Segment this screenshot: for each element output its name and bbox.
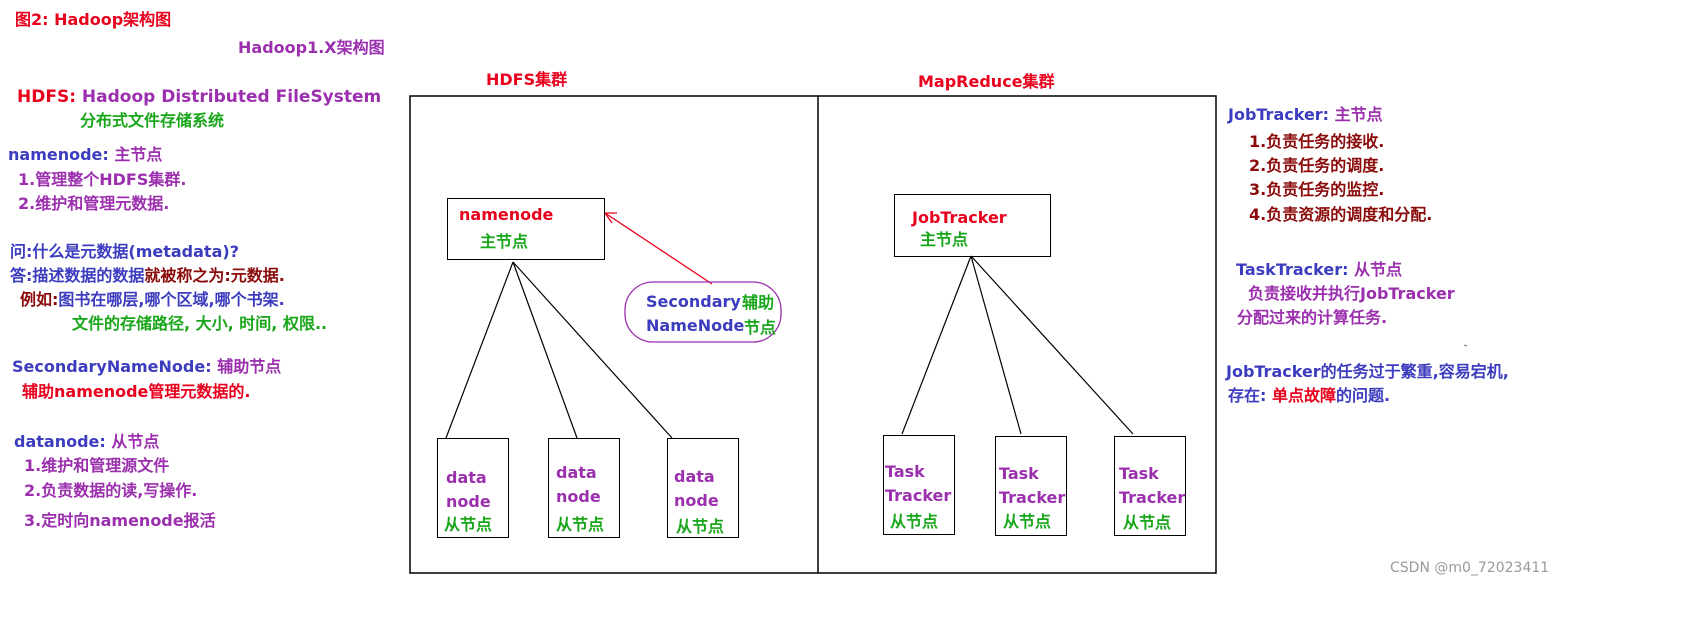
- jobtracker-duty-2: 2.负责任务的调度.: [1249, 156, 1385, 175]
- tasktracker-desc-1: 负责接收并执行JobTracker: [1248, 284, 1455, 303]
- tasktracker-1-line1: Task: [885, 462, 925, 481]
- namenode-duty-1: 1.管理整个HDFS集群.: [18, 170, 187, 189]
- datanode-box-3: [667, 438, 739, 538]
- secondary-label-2: NameNode: [646, 316, 745, 335]
- note-suffix: 的问题.: [1336, 386, 1391, 405]
- namenode-role: 主节点: [114, 145, 163, 164]
- hdfs-description: 分布式文件存储系统: [80, 111, 225, 130]
- datanode-1-line2: node: [446, 492, 491, 511]
- jobtracker-duty-3: 3.负责任务的监控.: [1249, 180, 1385, 199]
- secondary-label-1: Secondary: [646, 292, 741, 311]
- diagram-subtitle: Hadoop1.X架构图: [238, 38, 385, 57]
- jobtracker-heading: JobTracker: 主节点: [1228, 107, 1383, 123]
- tasktracker-3-line2: Tracker: [1119, 488, 1186, 507]
- snn-heading: SecondaryNameNode: 辅助节点: [12, 359, 281, 375]
- metadata-answer: 答:描述数据的数据就被称之为:元数据.: [10, 268, 285, 284]
- tasktracker-1-role: 从节点: [890, 512, 939, 531]
- example-prefix: 例如:: [20, 290, 59, 309]
- snn-role: 辅助节点: [217, 357, 282, 376]
- jobtracker-duty-4: 4.负责资源的调度和分配.: [1249, 205, 1433, 224]
- edge-namenode-datanode-2: [512, 261, 578, 439]
- tasktracker-box-3: [1114, 436, 1186, 536]
- datanode-duty-1: 1.维护和管理源文件: [24, 456, 170, 475]
- cluster-frame: [409, 95, 1217, 574]
- hdfs-label: HDFS:: [17, 87, 82, 107]
- stray-mark: [1463, 344, 1468, 347]
- jobtracker-note-2: 存在: 单点故障的问题.: [1228, 388, 1390, 404]
- answer-prefix: 答:描述数据的数据: [10, 266, 145, 285]
- datanode-3-line2: node: [674, 491, 719, 510]
- hdfs-cluster-title: HDFS集群: [486, 70, 568, 89]
- edge-jobtracker-tasktracker-3: [970, 255, 1134, 435]
- hdfs-full-name: Hadoop Distributed FileSystem: [81, 87, 382, 107]
- tasktracker-desc-2: 分配过来的计算任务.: [1237, 308, 1388, 327]
- tasktracker-box-1: [883, 435, 955, 535]
- metadata-example: 例如:图书在哪层,哪个区域,哪个书架.: [20, 292, 285, 308]
- edge-jobtracker-tasktracker-2: [970, 255, 1022, 435]
- datanode-3-role: 从节点: [676, 517, 725, 536]
- namenode-key: namenode:: [8, 145, 115, 164]
- tasktracker-2-line1: Task: [999, 464, 1039, 483]
- datanode-1-role: 从节点: [444, 515, 493, 534]
- tasktracker-role: 从节点: [1354, 260, 1403, 279]
- jobtracker-box-role: 主节点: [920, 230, 969, 249]
- example-text: 图书在哪层,哪个区域,哪个书架.: [58, 290, 285, 309]
- tasktracker-heading: TaskTracker: 从节点: [1236, 262, 1402, 278]
- edge-jobtracker-tasktracker-1: [901, 255, 972, 435]
- secondary-role-2: 节点: [744, 318, 777, 337]
- datanode-box-1: [437, 438, 509, 538]
- datanode-duty-3: 3.定时向namenode报活: [24, 511, 216, 530]
- tasktracker-3-line1: Task: [1119, 464, 1159, 483]
- datanode-heading: datanode: 从节点: [14, 434, 159, 450]
- arrow-head: [603, 212, 617, 224]
- datanode-3-line1: data: [674, 467, 715, 486]
- jobtracker-duty-1: 1.负责任务的接收.: [1249, 132, 1385, 151]
- namenode-heading: namenode: 主节点: [8, 147, 162, 163]
- edge-namenode-datanode-3: [512, 261, 673, 439]
- datanode-role: 从节点: [111, 432, 160, 451]
- namenode-duty-2: 2.维护和管理元数据.: [18, 194, 170, 213]
- secondary-namenode-box: [624, 281, 782, 343]
- tasktracker-2-role: 从节点: [1003, 512, 1052, 531]
- note-prefix: 存在:: [1228, 386, 1272, 405]
- datanode-1-line1: data: [446, 468, 487, 487]
- datanode-box-2: [548, 438, 620, 538]
- namenode-box-role: 主节点: [480, 232, 529, 251]
- edge-namenode-datanode-1: [445, 261, 514, 439]
- hdfs-definition: HDFS: Hadoop Distributed FileSystem: [17, 89, 381, 106]
- namenode-box-label: namenode: [459, 205, 554, 224]
- figure-title: 图2: Hadoop架构图: [15, 10, 172, 29]
- jobtracker-note-1: JobTracker的任务过于繁重,容易宕机,: [1226, 362, 1509, 381]
- snn-description: 辅助namenode管理元数据的.: [22, 382, 251, 401]
- note-single-point-failure: 单点故障: [1271, 386, 1336, 405]
- tasktracker-1-line2: Tracker: [885, 486, 952, 505]
- snn-key: SecondaryNameNode:: [12, 357, 218, 376]
- mapreduce-cluster-title: MapReduce集群: [918, 72, 1055, 91]
- datanode-2-line2: node: [556, 487, 601, 506]
- jobtracker-box-label: JobTracker: [912, 208, 1007, 227]
- jobtracker-role: 主节点: [1334, 105, 1383, 124]
- tasktracker-box-2: [995, 436, 1067, 536]
- datanode-2-line1: data: [556, 463, 597, 482]
- jobtracker-key: JobTracker:: [1228, 105, 1335, 124]
- tasktracker-key: TaskTracker:: [1236, 260, 1355, 279]
- answer-suffix: 就被称之为:元数据.: [144, 266, 285, 285]
- secondary-role-1: 辅助: [742, 293, 775, 312]
- datanode-2-role: 从节点: [556, 515, 605, 534]
- tasktracker-3-role: 从节点: [1123, 513, 1172, 532]
- datanode-duty-2: 2.负责数据的读,写操作.: [24, 481, 198, 500]
- metadata-question: 问:什么是元数据(metadata)?: [10, 242, 239, 261]
- datanode-key: datanode:: [14, 432, 112, 451]
- jobtracker-box: [894, 194, 1051, 257]
- watermark: CSDN @m0_72023411: [1390, 560, 1550, 576]
- namenode-box: [447, 198, 605, 260]
- example-text-2: 文件的存储路径, 大小, 时间, 权限..: [72, 314, 328, 333]
- secondary-to-namenode-arrow: [604, 212, 713, 285]
- tasktracker-2-line2: Tracker: [999, 488, 1066, 507]
